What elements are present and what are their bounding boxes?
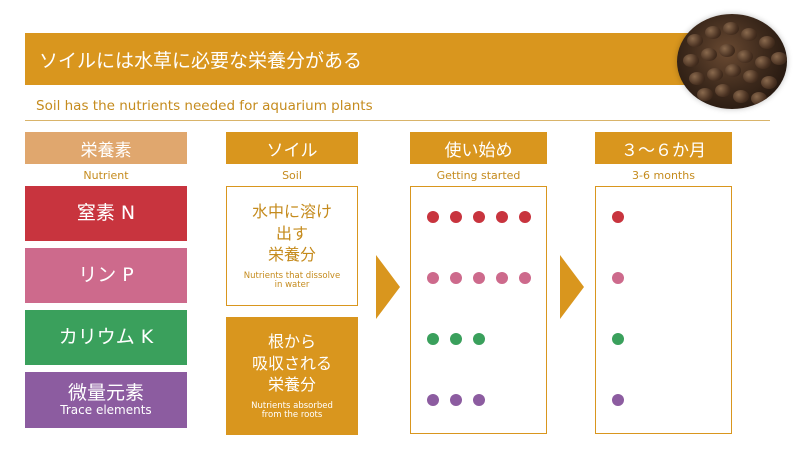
nutrient-dot <box>519 211 531 223</box>
soil-grain <box>737 50 753 63</box>
nutrient-dot <box>612 333 624 345</box>
absorb-line: 栄養分 <box>267 375 316 395</box>
dissolve-line: 栄養分 <box>267 245 316 265</box>
absorb-line: 吸収される <box>251 353 332 373</box>
start-column-label: 使い始め <box>444 140 513 161</box>
nutrient-label: カリウム K <box>58 326 154 349</box>
soil-grain <box>751 92 767 105</box>
absorb-en-line: from the roots <box>261 410 323 421</box>
start-column-sub: Getting started <box>436 168 521 182</box>
nutrient-dot <box>473 394 485 406</box>
soil-dissolve-box: 水中に溶け 出す 栄養分 Nutrients that dissolve in … <box>226 186 358 306</box>
soil-grain <box>719 44 735 57</box>
absorb-en: Nutrients absorbed from the roots <box>251 401 333 421</box>
nutrient-box-trace: 微量元素 Trace elements <box>25 372 187 428</box>
soil-grain <box>741 28 757 41</box>
nutrient-dot <box>612 211 624 223</box>
soil-grain <box>683 54 699 67</box>
later-column-sub: 3-6 months <box>632 168 695 182</box>
nutrient-dot <box>427 394 439 406</box>
dissolve-en: Nutrients that dissolve in water <box>243 271 341 291</box>
soil-grain <box>723 22 739 35</box>
nutrient-sub-label: Trace elements <box>60 402 152 417</box>
soil-grain <box>689 72 705 85</box>
dissolve-en-line: Nutrients that dissolve <box>243 271 341 282</box>
start-column-header: 使い始め <box>410 132 547 164</box>
nutrient-dot <box>427 211 439 223</box>
nutrient-column-sub: Nutrient <box>83 168 129 182</box>
soil-grain <box>759 36 775 49</box>
nutrient-label: 窒素 N <box>76 202 136 225</box>
soil-grain <box>715 84 731 97</box>
soil-grain <box>697 88 713 101</box>
nutrient-dot <box>450 211 462 223</box>
nutrient-column-header: 栄養素 <box>25 132 187 164</box>
nutrient-dot <box>473 272 485 284</box>
soil-grain <box>743 70 759 83</box>
soil-grain <box>687 34 703 47</box>
soil-photo <box>677 14 787 109</box>
soil-column-sub: Soil <box>282 168 302 182</box>
later-column-label: ３～６か月 <box>621 140 706 161</box>
start-stage-box <box>410 186 547 434</box>
nutrient-box-phosphorus: リン P <box>25 248 187 303</box>
dissolve-line: 出す <box>275 223 308 243</box>
soil-absorb-box: 根から 吸収される 栄養分 Nutrients absorbed from th… <box>226 317 358 435</box>
arrow-right-icon <box>560 255 584 319</box>
nutrient-dot <box>427 333 439 345</box>
dissolve-line: 水中に溶け <box>251 202 332 222</box>
soil-grain <box>705 26 721 39</box>
dissolve-en-line: in water <box>274 280 310 291</box>
nutrient-label: 微量元素 <box>67 381 144 404</box>
nutrient-dot <box>450 272 462 284</box>
soil-grain <box>733 90 749 103</box>
soil-grain <box>761 76 777 89</box>
title: ソイルには水草に必要な栄養分がある <box>39 49 363 72</box>
soil-column-label: ソイル <box>266 140 318 161</box>
soil-grain <box>771 52 787 65</box>
later-column-header: ３～６か月 <box>595 132 732 164</box>
nutrient-label: リン P <box>78 264 134 287</box>
subtitle: Soil has the nutrients needed for aquari… <box>36 98 373 114</box>
nutrient-dot <box>450 394 462 406</box>
nutrient-dot <box>450 333 462 345</box>
nutrient-dot <box>519 272 531 284</box>
nutrient-dot <box>473 333 485 345</box>
absorb-line: 根から <box>267 332 316 352</box>
soil-grain <box>725 64 741 77</box>
soil-grain <box>707 68 723 81</box>
nutrient-dot <box>496 272 508 284</box>
subtitle-divider <box>25 120 770 121</box>
nutrient-column-label: 栄養素 <box>80 140 132 161</box>
nutrient-dot <box>427 272 439 284</box>
nutrient-dot <box>473 211 485 223</box>
later-stage-box <box>595 186 732 434</box>
title-banner: ソイルには水草に必要な栄養分がある <box>25 33 735 85</box>
soil-grain <box>701 48 717 61</box>
soil-grain <box>755 56 771 69</box>
nutrient-dot <box>612 394 624 406</box>
soil-column-header: ソイル <box>226 132 358 164</box>
nutrient-dot <box>612 272 624 284</box>
nutrient-box-potassium: カリウム K <box>25 310 187 365</box>
arrow-right-icon <box>376 255 400 319</box>
nutrient-dot <box>496 211 508 223</box>
absorb-en-line: Nutrients absorbed <box>251 401 333 412</box>
nutrient-box-nitrogen: 窒素 N <box>25 186 187 241</box>
